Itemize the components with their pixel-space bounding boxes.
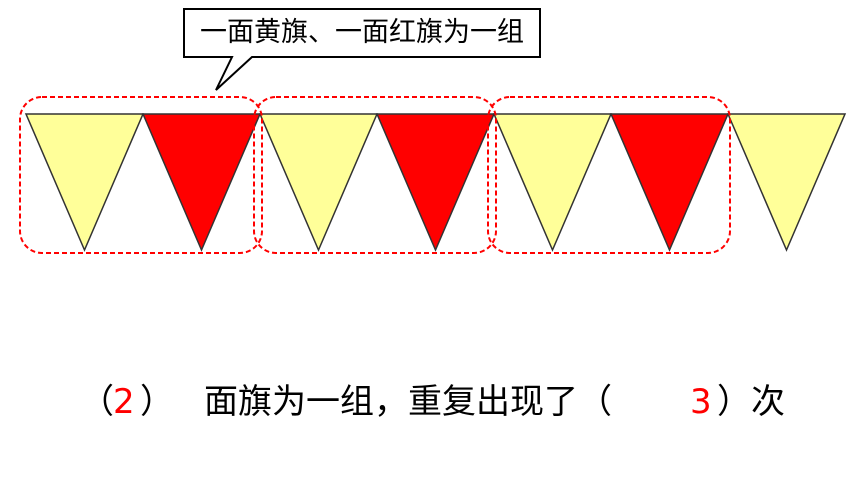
flag-red — [375, 113, 496, 252]
question-line: （ 2 ） 面旗为一组，重复出现了（ 3 ）次 — [0, 372, 860, 432]
answer-flags-per-group: 2 — [113, 382, 135, 422]
callout-text: 一面黄旗、一面红旗为一组 — [200, 17, 524, 48]
close-paren-1: ） — [140, 382, 174, 422]
group-boxes — [19, 96, 731, 254]
flag-red — [141, 113, 262, 252]
flag-yellow — [258, 113, 379, 252]
flag-yellow — [24, 113, 145, 252]
group-box — [253, 96, 497, 254]
flags-row — [24, 113, 847, 252]
flag-red — [609, 113, 730, 252]
flag-yellow — [726, 113, 847, 252]
callout-bubble — [183, 8, 541, 91]
question-text: 面旗为一组，重复出现了（ — [204, 382, 612, 422]
group-box — [487, 96, 731, 254]
answer-repeat-count: 3 — [690, 382, 712, 422]
group-box — [19, 96, 263, 254]
flag-yellow — [492, 113, 613, 252]
open-paren-1: （ — [80, 382, 114, 422]
close-text: ）次 — [717, 382, 785, 422]
